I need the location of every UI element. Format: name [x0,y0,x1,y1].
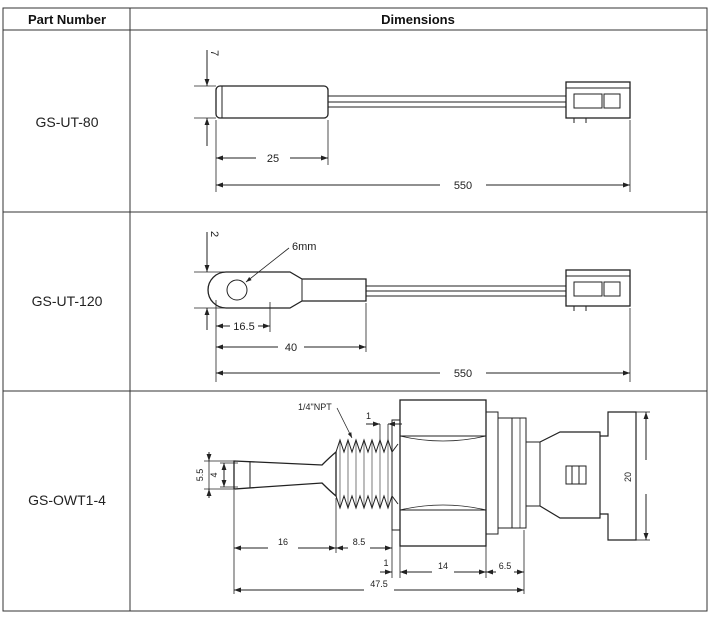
dim-label-14: 14 [438,561,448,571]
part-number-gs-owt1-4: GS-OWT1-4 [28,492,106,508]
header-dimensions: Dimensions [381,12,455,27]
part-number-gs-ut-80: GS-UT-80 [35,114,98,130]
dim-label-40: 40 [285,342,297,354]
part-number-gs-ut-120: GS-UT-120 [32,293,103,309]
header-part-number: Part Number [28,12,106,27]
dim-label-thread-pitch: 1 [366,411,371,421]
dim-label-npt-thread: 1/4"NPT [298,402,332,412]
dim-label-6-5: 6.5 [499,561,512,571]
dim-label-5-5: 5.5 [195,469,205,482]
dim-label-47-5: 47.5 [370,579,388,589]
dim-label-25: 25 [267,153,279,165]
drawing-gs-owt1-4 [204,399,650,594]
dim-label-16: 16 [278,537,288,547]
dim-label-550-b: 550 [454,368,472,380]
dim-label-thickness-7: 7 [208,50,220,56]
drawing-gs-ut-120 [194,232,631,382]
dim-label-16-5: 16.5 [233,321,254,333]
dim-label-550-a: 550 [454,180,472,192]
dim-label-thickness-2: 2 [208,231,220,237]
dim-label-20: 20 [623,472,633,482]
dim-label-4: 4 [209,472,219,477]
drawing-gs-ut-80 [194,50,631,192]
dim-label-8-5: 8.5 [353,537,366,547]
dim-label-gap-1: 1 [383,558,388,568]
table-grid [2,7,708,612]
dim-label-6mm: 6mm [292,241,316,253]
